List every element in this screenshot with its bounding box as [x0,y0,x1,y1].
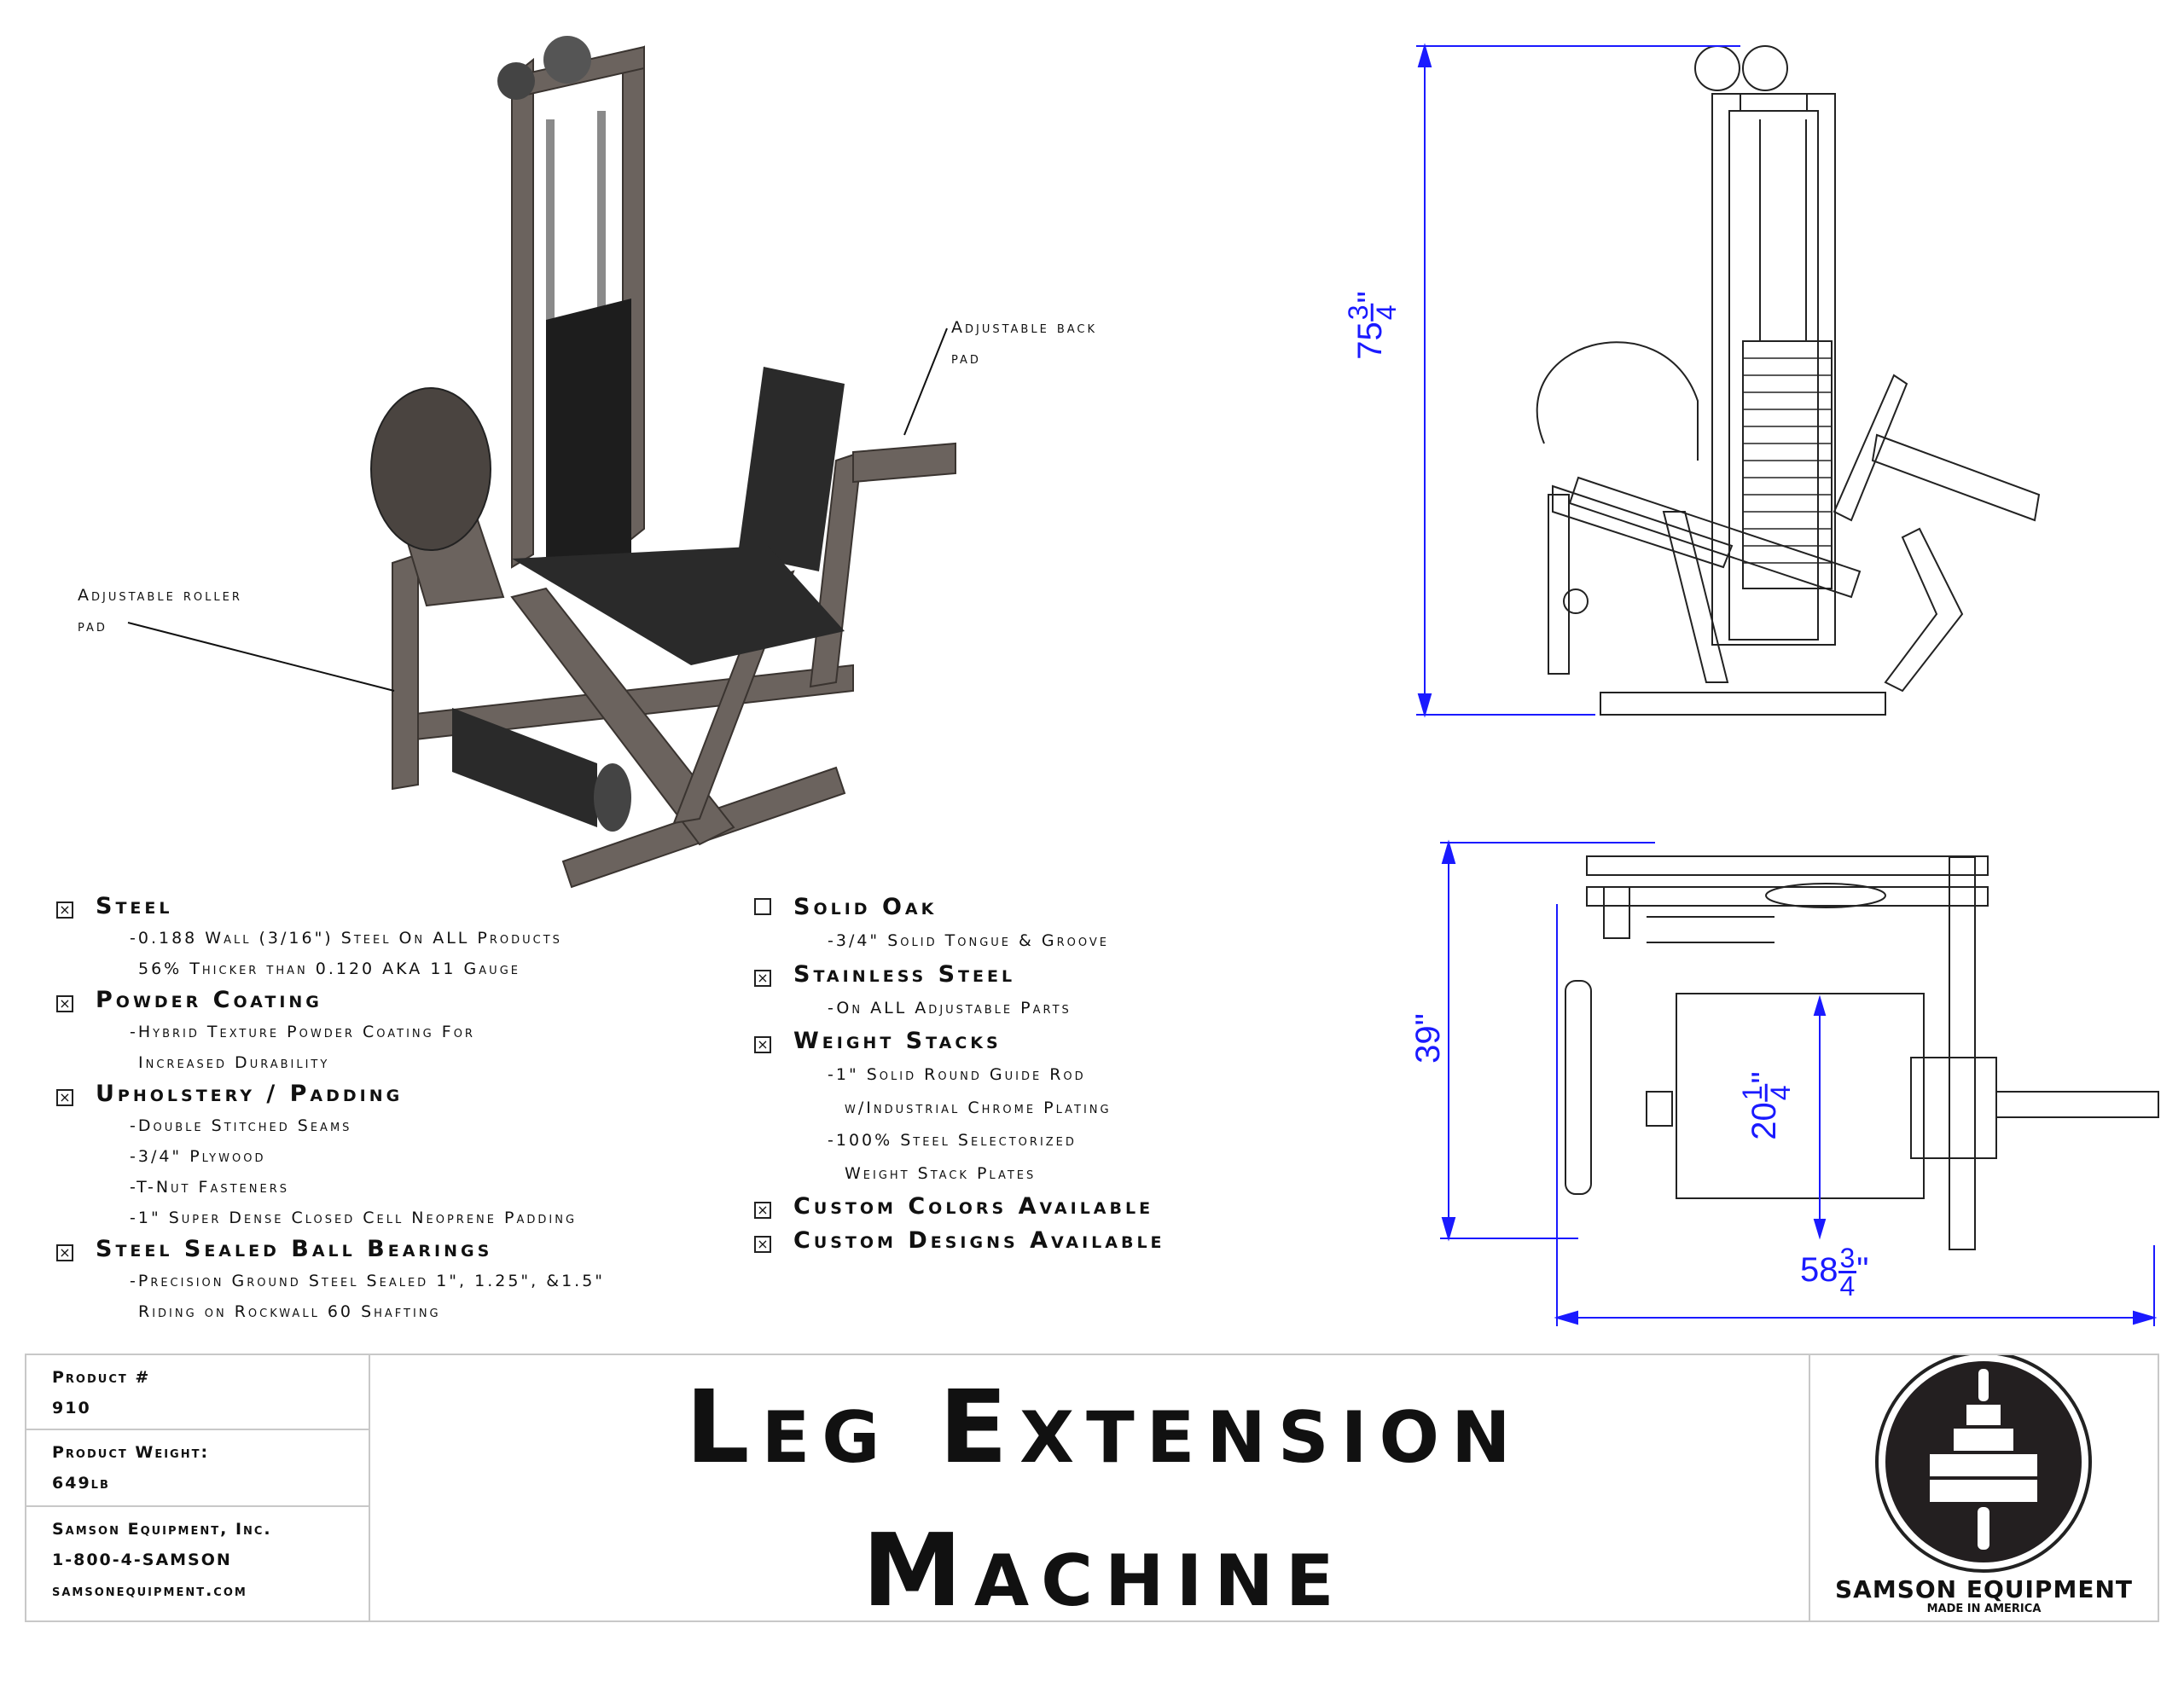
dim-whole: 39 [1409,1025,1447,1064]
spec-title: Steel Sealed Ball Bearings [96,1236,493,1262]
company-name: Samson Equipment, Inc. [52,1520,272,1539]
front-view-drawing [1536,45,2041,716]
dim-num: 3 [1342,303,1374,322]
dim-unit: " [1745,1071,1783,1084]
dim-den: 4 [1370,304,1402,321]
checked-box-icon: × [754,1236,771,1253]
spec-title: Powder Coating [96,987,322,1013]
dim-unit: " [1856,1251,1869,1290]
product-number-value: 910 [52,1399,91,1417]
dim-den: 4 [1839,1271,1856,1301]
dim-whole: 20 [1745,1102,1783,1140]
callout-line: Adjustable roller [78,586,242,605]
spec-heading: × Custom Designs Available [754,1224,1165,1258]
drawing-title: Leg Extension Machine [370,1355,1838,1629]
spec-heading: × Custom Colors Available [754,1190,1165,1224]
dim-den: 4 [1764,1085,1796,1101]
spec-detail: -On ALL Adjustable Parts [828,998,1072,1017]
empty-box-icon [754,898,771,915]
spec-detail: Weight Stack Plates [845,1163,1037,1183]
product-weight-label: Product Weight: [52,1443,210,1462]
checked-box-icon: × [754,1202,771,1219]
company-website: samsonequipment.com [52,1581,247,1600]
spec-detail: -1" Super Dense Closed Cell Neoprene Pad… [130,1209,578,1227]
dimension-lines [1416,43,2158,1326]
dim-whole: 58 [1800,1251,1838,1290]
dim-unit: " [1409,1013,1447,1026]
logo-tagline: MADE IN AMERICA [1926,1603,2042,1615]
title-line-2: Machine [862,1511,1346,1629]
product-number-label: Product # [52,1368,151,1387]
checked-box-icon: × [56,1244,73,1261]
spec-heading: × Upholstery / Padding [56,1078,605,1110]
spec-detail: Increased Durability [138,1053,330,1072]
spec-title: Solid Oak [793,894,938,920]
spec-detail: -0.188 Wall (3/16") Steel On ALL Product… [130,929,562,948]
title-line-1: Leg Extension [685,1368,1523,1486]
spec-title: Stainless Steel [793,960,1016,988]
spec-detail: -100% Steel Selectorized [828,1131,1077,1150]
checked-box-icon: × [754,969,771,987]
samson-logo-mark [1875,1351,2092,1573]
technical-drawings [127,36,2159,1326]
spec-detail: -1" Solid Round Guide Rod [828,1065,1086,1084]
checked-box-icon: × [754,1036,771,1053]
checked-box-icon: × [56,1089,73,1106]
logo-name: SAMSON EQUIPMENT [1835,1575,2133,1603]
spec-heading: Solid Oak [754,890,1165,925]
callout-line: Adjustable back [951,318,1098,337]
product-weight-value: 649lb [52,1474,110,1493]
spec-list-left: × Steel -0.188 Wall (3/16") Steel On ALL P… [56,890,605,1327]
spec-title: Upholstery / Padding [96,1081,404,1107]
product-number-cell: Product # 910 [26,1355,369,1430]
dim-unit: " [1350,291,1389,304]
spec-detail: -T-Nut Fasteners [130,1178,289,1197]
callout-adjustable-back-pad: Adjustable back pad [951,312,1097,374]
spec-heading: × Steel [56,890,605,923]
roller-pad-leader-line [127,622,395,692]
checked-box-icon: × [56,901,73,919]
spec-heading: × Steel Sealed Ball Bearings [56,1233,605,1266]
spec-detail: -3/4" Plywood [130,1147,266,1166]
spec-heading: × Powder Coating [56,984,605,1017]
spec-detail: Riding on Rockwall 60 Shafting [138,1302,441,1321]
samson-logo: SAMSON EQUIPMENT MADE IN AMERICA [1809,1351,2158,1620]
spec-list-right: Solid Oak -3/4" Solid Tongue & Groove × Sta… [754,890,1165,1258]
spec-detail: -3/4" Solid Tongue & Groove [828,931,1109,950]
spec-detail: -Hybrid Texture Powder Coating For [130,1023,475,1041]
top-view-drawing [1565,855,2159,1250]
company-cell: Samson Equipment, Inc. 1-800-4-SAMSON sa… [26,1507,369,1622]
dimension-depth: 39" [1409,1013,1448,1064]
spec-heading: × Stainless Steel [754,958,1165,992]
checked-box-icon: × [56,995,73,1012]
callout-line: pad [78,617,107,635]
callout-line: pad [951,349,981,368]
spec-detail: 56% Thicker than 0.120 AKA 11 Gauge [138,959,520,978]
dim-num: 1 [1736,1083,1768,1103]
spec-title: Weight Stacks [793,1028,1002,1054]
dim-num: 3 [1838,1243,1857,1273]
product-weight-cell: Product Weight: 649lb [26,1430,369,1507]
company-phone: 1-800-4-SAMSON [52,1551,232,1569]
spec-detail: -Double Stitched Seams [130,1116,352,1135]
callout-adjustable-roller-pad: Adjustable roller pad [78,580,242,641]
isometric-machine-render [370,36,956,889]
spec-title: Custom Designs Available [793,1227,1165,1254]
spec-heading: × Weight Stacks [754,1024,1165,1058]
spec-title: Custom Colors Available [793,1193,1154,1220]
spec-title: Steel [96,893,173,919]
back-pad-leader-line [903,328,948,436]
spec-detail: w/Industrial Chrome Plating [845,1098,1112,1117]
dim-whole: 75 [1350,322,1389,360]
spec-detail: -Precision Ground Steel Sealed 1", 1.25"… [130,1272,606,1290]
title-block: Product # 910 Product Weight: 649lb Sams… [25,1351,2159,1629]
title-block-info: Product # 910 Product Weight: 649lb Sams… [26,1355,370,1620]
